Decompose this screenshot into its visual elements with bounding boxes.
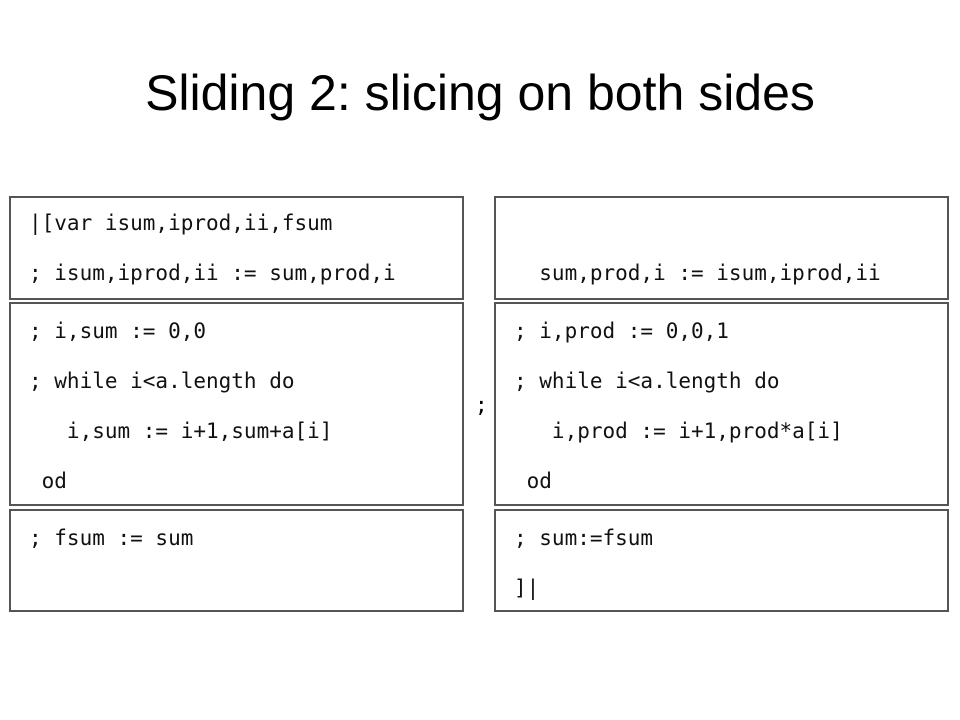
code-line: ; sum:=fsum (514, 526, 654, 550)
code-line: ; i,sum := 0,0 (29, 319, 207, 343)
code-line: od (29, 469, 67, 493)
code-line: ; fsum := sum (29, 526, 194, 550)
code-line: ; isum,iprod,ii := sum,prod,i (29, 261, 396, 285)
code-line: ]| (514, 576, 540, 600)
code-line: |[var isum,iprod,ii,fsum (29, 211, 333, 235)
right-loop-box: ; i,prod := 0,0,1 ; while i<a.length do … (494, 302, 949, 506)
code-line: ; while i<a.length do (514, 369, 780, 393)
left-loop-box: ; i,sum := 0,0 ; while i<a.length do i,s… (9, 302, 464, 506)
left-declaration-box: |[var isum,iprod,ii,fsum ; isum,iprod,ii… (9, 196, 464, 300)
code-line: ; while i<a.length do (29, 369, 295, 393)
code-line: i,sum := i+1,sum+a[i] (29, 419, 333, 443)
right-final-box: ; sum:=fsum ]| (494, 509, 949, 612)
left-final-box: ; fsum := sum (9, 509, 464, 612)
sequence-separator: ; (475, 393, 488, 417)
code-line: i,prod := i+1,prod*a[i] (514, 419, 843, 443)
code-line: ; i,prod := 0,0,1 (514, 319, 729, 343)
code-line: od (514, 469, 552, 493)
slide-title: Sliding 2: slicing on both sides (145, 65, 815, 121)
code-line: sum,prod,i := isum,iprod,ii (514, 261, 881, 285)
right-assignment-box: sum,prod,i := isum,iprod,ii (494, 196, 949, 300)
